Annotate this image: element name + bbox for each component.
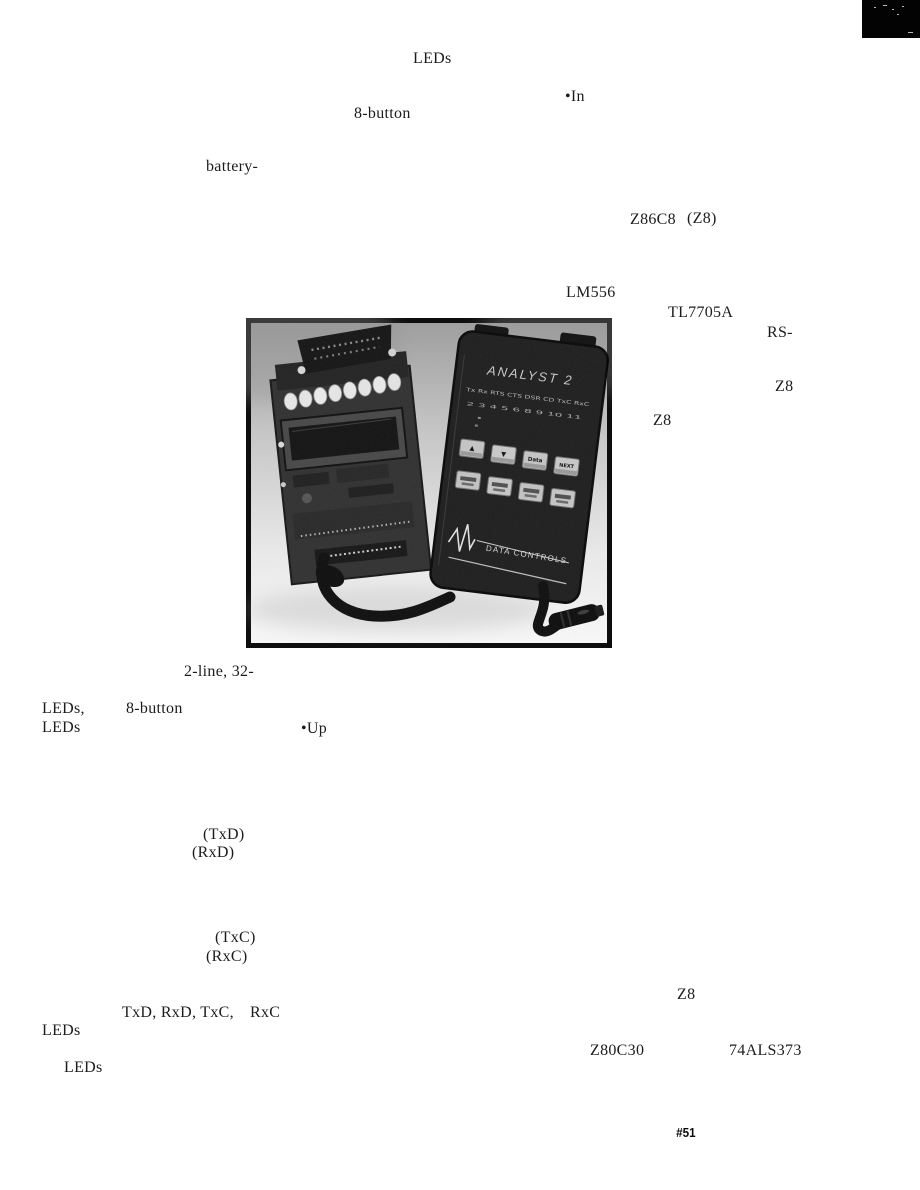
photo-grain xyxy=(251,323,607,643)
scattered-word: (RxD) xyxy=(192,844,235,861)
scattered-word: 8-button xyxy=(354,105,411,122)
ink-speck xyxy=(908,32,913,33)
scattered-word: Z8 xyxy=(775,378,794,395)
scattered-word: 8-button xyxy=(126,700,183,717)
scattered-word: LEDs xyxy=(64,1059,103,1076)
ink-speck xyxy=(883,5,887,6)
scattered-word: RxC xyxy=(250,1004,281,1021)
scattered-word: •In xyxy=(565,88,585,105)
scattered-word: Z8 xyxy=(677,986,696,1003)
scattered-word: LEDs xyxy=(413,50,452,67)
issue-number: #51 xyxy=(676,1125,696,1140)
scattered-word: TxD, RxD, TxC, xyxy=(122,1004,234,1021)
scattered-word: LM556 xyxy=(566,284,616,301)
ink-speck xyxy=(892,9,894,10)
scattered-word: Z8 xyxy=(653,412,672,429)
scattered-word: 2-line, 32- xyxy=(184,663,254,680)
ink-speck xyxy=(874,7,876,8)
ink-speck xyxy=(897,14,899,15)
scattered-word: (TxD) xyxy=(203,826,245,843)
scattered-word: TL7705A xyxy=(668,304,734,321)
scattered-word: (Z8) xyxy=(687,210,717,227)
scattered-word: LEDs xyxy=(42,719,81,736)
scattered-word: (RxC) xyxy=(206,948,248,965)
scattered-word: LEDs, xyxy=(42,700,85,717)
scattered-word: battery- xyxy=(206,158,259,175)
scattered-word: RS- xyxy=(767,324,793,341)
scattered-word: (TxC) xyxy=(215,929,256,946)
product-photo: ANALYST 2 Tx Rx RTS CTS DSR CD TxC RxC 2… xyxy=(246,318,612,648)
scattered-word: •Up xyxy=(301,720,328,737)
scattered-word: Z86C8 xyxy=(630,211,676,228)
ink-speck xyxy=(902,6,904,7)
corner-ink-block xyxy=(862,0,920,38)
scattered-word: 74ALS373 xyxy=(729,1042,802,1059)
scattered-word: LEDs xyxy=(42,1022,81,1039)
scattered-word: Z80C30 xyxy=(590,1042,645,1059)
